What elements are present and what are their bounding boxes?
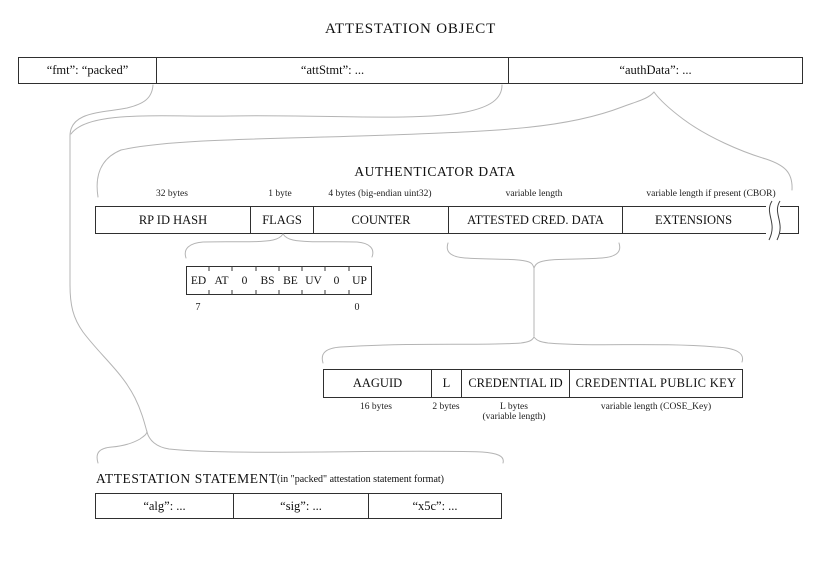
flags-msb-label: 7	[195, 302, 201, 313]
attestation-statement-row: “alg”: ... “sig”: ... “x5c”: ...	[95, 493, 502, 519]
size-label-rp-id-hash: 32 bytes	[156, 189, 188, 199]
brace-aaguid-row	[321, 336, 744, 364]
auth-data-cell: “authData”: ...	[508, 58, 802, 83]
funnel-line-attstmt	[70, 84, 503, 135]
diagram-title: ATTESTATION OBJECT	[324, 21, 497, 37]
flag-bit-ed: ED	[190, 274, 207, 287]
size-label-counter: 4 bytes (big-endian uint32)	[328, 189, 432, 199]
flags-cell: FLAGS	[250, 207, 313, 233]
funnel-line-fmt	[69, 84, 154, 433]
brace-attestation-statement	[96, 430, 504, 464]
sig-cell: “sig”: ...	[233, 494, 368, 518]
x5c-cell: “x5c”: ...	[368, 494, 501, 518]
size-label-aaguid: 16 bytes	[360, 402, 392, 412]
size-label-credential-public-key: variable length (COSE_Key)	[600, 402, 712, 412]
authenticator-data-heading: AUTHENTICATOR DATA	[354, 164, 516, 179]
attestation-object-row: “fmt”: “packed” “attStmt”: ... “authData…	[18, 57, 803, 84]
flags-lsb-label: 0	[354, 302, 360, 313]
attestation-statement-heading: ATTESTATION STATEMENT	[96, 471, 278, 486]
size-label-attested-cred-data: variable length	[505, 189, 563, 199]
flag-bit-rfu: 0	[241, 274, 248, 287]
attested-cred-data-row: AAGUID L CREDENTIAL ID CREDENTIAL PUBLIC…	[323, 369, 743, 398]
alg-cell: “alg”: ...	[143, 498, 186, 513]
flag-bit-uv: UV	[305, 274, 322, 287]
size-label-l: 2 bytes	[432, 402, 460, 412]
rp-id-hash-cell: RP ID HASH	[138, 212, 208, 227]
extensions-cell: EXTENSIONS	[622, 207, 798, 233]
brace-attested-cred-data	[446, 242, 621, 270]
att-stmt-cell: “attStmt”: ...	[156, 58, 508, 83]
credential-public-key-cell: CREDENTIAL PUBLIC KEY	[569, 370, 742, 397]
authenticator-data-row: RP ID HASH FLAGS COUNTER ATTESTED CRED. …	[95, 206, 799, 234]
size-label-credential-id: L bytes (variable length)	[482, 402, 546, 422]
fmt-cell: “fmt”: “packed”	[46, 63, 129, 77]
flag-bit-at: AT	[214, 274, 229, 287]
brace-authdata	[96, 91, 793, 198]
flags-bit-box: ED AT 0 BS BE UV 0 UP	[186, 266, 372, 295]
attestation-statement-format-note: (in "packed" attestation statement forma…	[277, 474, 444, 485]
aaguid-cell: AAGUID	[352, 376, 403, 390]
flag-bit-be: BE	[283, 274, 298, 287]
brace-flags	[184, 233, 374, 259]
flag-bit-up: UP	[352, 274, 367, 287]
attested-cred-data-cell: ATTESTED CRED. DATA	[448, 207, 622, 233]
counter-cell: COUNTER	[313, 207, 448, 233]
size-label-flags: 1 byte	[268, 189, 292, 199]
size-label-extensions: variable length if present (CBOR)	[646, 189, 776, 199]
flag-bit-bs: BS	[260, 274, 275, 287]
cred-id-length-cell: L	[431, 370, 461, 397]
flag-bit-rfu2: 0	[333, 274, 340, 287]
credential-id-cell: CREDENTIAL ID	[461, 370, 569, 397]
